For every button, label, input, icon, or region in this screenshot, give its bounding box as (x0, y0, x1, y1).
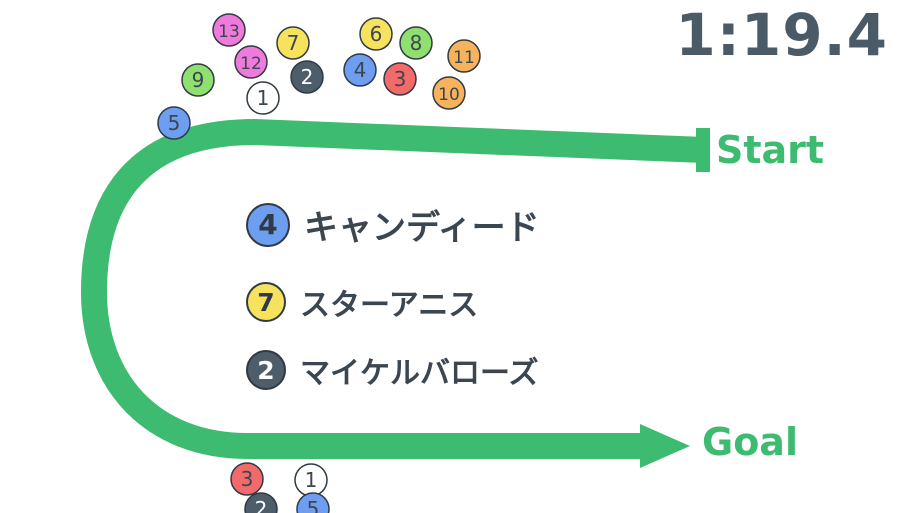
horse-marker-1: 1 (294, 463, 328, 497)
horse-marker-13: 13 (212, 13, 246, 47)
horse-marker-number: 3 (394, 67, 407, 91)
horse-marker-circle (359, 17, 393, 51)
horse-marker-circle (230, 462, 264, 496)
horse-marker-11: 11 (447, 39, 481, 73)
horse-marker-4: 4 (343, 53, 377, 87)
horse-marker-circle (181, 63, 215, 97)
horse-marker-1: 1 (246, 81, 280, 115)
horse-marker-6: 6 (359, 17, 393, 51)
horse-marker-circle (234, 45, 268, 79)
horse-marker-circle (290, 60, 324, 94)
horse-marker-number: 1 (305, 468, 318, 492)
horse-marker-circle (296, 492, 330, 513)
horse-marker-number: 12 (240, 54, 262, 74)
horse-marker-circle (212, 13, 246, 47)
start-label: Start (716, 128, 825, 172)
horse-marker-circle (157, 106, 191, 140)
horse-marker-7: 7 (276, 26, 310, 60)
horse-number-badge: 7 (246, 282, 286, 322)
horse-marker-number: 11 (453, 48, 475, 68)
horse-marker-circle (383, 62, 417, 96)
horse-marker-5: 5 (157, 106, 191, 140)
horse-marker-number: 4 (354, 58, 367, 82)
horse-name: スターアニス (300, 288, 479, 323)
horse-marker-5: 5 (296, 492, 330, 513)
horse-marker-9: 9 (181, 63, 215, 97)
result-row-2: 7 スターアニス (246, 280, 478, 324)
horse-marker-12: 12 (234, 45, 268, 79)
horse-marker-number: 13 (218, 22, 240, 42)
start-line (696, 128, 710, 172)
horse-marker-number: 6 (370, 22, 383, 46)
goal-arrowhead-icon (640, 424, 690, 468)
horse-marker-3: 3 (230, 462, 264, 496)
result-row-1: 4 キャンディード (246, 200, 540, 249)
horse-marker-2: 2 (244, 492, 278, 513)
result-row-3: 2 マイケルバローズ (246, 348, 539, 392)
horse-marker-circle (432, 76, 466, 110)
race-timer: 1:19.4 (675, 1, 888, 69)
horse-marker-circle (343, 53, 377, 87)
race-track (81, 119, 705, 459)
horse-marker-number: 2 (301, 65, 314, 89)
horse-number-badge: 2 (246, 350, 286, 390)
horse-marker-3: 3 (383, 62, 417, 96)
horse-marker-number: 1 (257, 86, 270, 110)
horse-marker-number: 9 (192, 68, 205, 92)
horse-marker-circle (244, 492, 278, 513)
horse-marker-circle (399, 26, 433, 60)
horse-marker-circle (246, 81, 280, 115)
horse-name: マイケルバローズ (300, 356, 539, 391)
horse-marker-number: 10 (438, 85, 460, 105)
horse-marker-number: 5 (307, 497, 320, 513)
horse-marker-2: 2 (290, 60, 324, 94)
horse-marker-number: 2 (255, 497, 268, 513)
horse-number-badge: 4 (246, 202, 290, 247)
horse-marker-number: 7 (287, 31, 300, 55)
horse-marker-circle (447, 39, 481, 73)
horse-marker-number: 5 (168, 111, 181, 135)
horse-marker-8: 8 (399, 26, 433, 60)
horse-name: キャンディード (304, 208, 540, 248)
horse-marker-number: 8 (410, 31, 423, 55)
goal-label: Goal (702, 420, 798, 464)
horse-marker-10: 10 (432, 76, 466, 110)
horse-marker-circle (276, 26, 310, 60)
horse-marker-number: 3 (241, 467, 254, 491)
